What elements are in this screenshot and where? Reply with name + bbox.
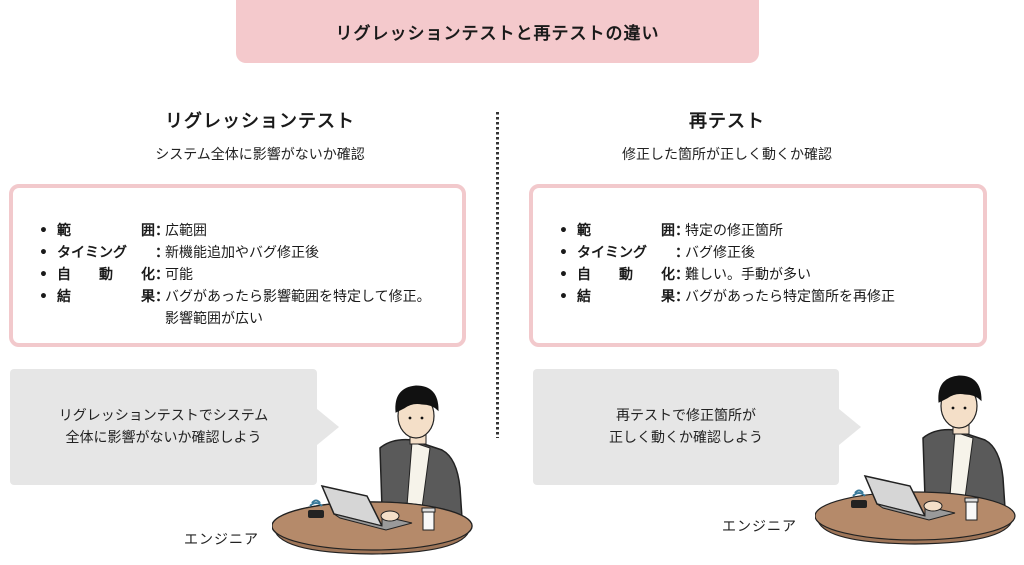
info-row-automation: • 自 動 化 ： 難しい。手動が多い xyxy=(559,264,983,286)
label-colon: ： xyxy=(675,245,689,261)
speech-bubble-text: リグレッションテストでシステム 全体に影響がないか確認しよう xyxy=(58,408,269,446)
info-label: 自 動 化 xyxy=(57,267,155,283)
info-value: バグがあったら特定箇所を再修正 xyxy=(685,289,895,305)
info-row-result: • 結 果 ： バグがあったら影響範囲を特定して修正。 影響範囲が広い xyxy=(39,286,462,330)
info-value: 難しい。手動が多い xyxy=(685,267,811,283)
info-row-result: • 結 果 ： バグがあったら特定箇所を再修正 xyxy=(559,286,983,308)
info-row-timing: • タイミング ： バグ修正後 xyxy=(559,242,983,264)
label-colon: ： xyxy=(675,289,689,305)
bullet-icon: • xyxy=(559,267,568,283)
engineer-label: エンジニア xyxy=(722,519,797,535)
title-banner: リグレッションテストと再テストの違い xyxy=(236,0,759,63)
speech-bubble-text: 再テストで修正箇所が 正しく動くか確認しよう xyxy=(609,408,763,446)
info-label: 範 囲 xyxy=(577,223,675,239)
info-value: 新機能追加やバグ修正後 xyxy=(165,245,319,261)
regression-test-heading: リグレッションテスト xyxy=(165,111,355,132)
engineer-at-laptop-illustration xyxy=(272,385,473,555)
info-row-automation: • 自 動 化 ： 可能 xyxy=(39,264,462,286)
bullet-icon: • xyxy=(39,245,48,261)
label-colon: ： xyxy=(675,223,689,239)
engineer-label: エンジニア xyxy=(184,532,259,548)
label-colon: ： xyxy=(155,267,169,283)
retest-speech-bubble: 再テストで修正箇所が 正しく動くか確認しよう xyxy=(533,369,839,485)
bullet-icon: • xyxy=(39,289,48,305)
label-colon: ： xyxy=(155,289,169,305)
regression-speech-bubble: リグレッションテストでシステム 全体に影響がないか確認しよう xyxy=(10,369,317,485)
info-value: 可能 xyxy=(165,267,193,283)
label-colon: ： xyxy=(675,267,689,283)
bullet-icon: • xyxy=(559,223,568,239)
info-label: タイミング xyxy=(577,245,647,261)
dotted-divider xyxy=(496,112,499,438)
info-value: 広範囲 xyxy=(165,223,207,239)
engineer-at-laptop-illustration xyxy=(815,375,1016,545)
retest-heading: 再テスト xyxy=(689,111,765,132)
info-row-scope: • 範 囲 ： 広範囲 xyxy=(39,220,462,242)
page-title: リグレッションテストと再テストの違い xyxy=(335,24,660,44)
info-label: タイミング xyxy=(57,245,127,261)
info-value: バグ修正後 xyxy=(685,245,755,261)
info-row-scope: • 範 囲 ： 特定の修正箇所 xyxy=(559,220,983,242)
info-label: 結 果 xyxy=(577,289,675,305)
retest-info-list: • 範 囲 ： 特定の修正箇所 • タイミング ： バグ修正後 • 自 動 化 … xyxy=(559,220,983,308)
info-label: 自 動 化 xyxy=(577,267,675,283)
info-label: 範 囲 xyxy=(57,223,155,239)
regression-test-subheading: システム全体に影響がないか確認 xyxy=(155,147,365,163)
label-colon: ： xyxy=(155,223,169,239)
retest-info-box: • 範 囲 ： 特定の修正箇所 • タイミング ： バグ修正後 • 自 動 化 … xyxy=(529,184,987,347)
info-row-timing: • タイミング ： 新機能追加やバグ修正後 xyxy=(39,242,462,264)
info-value: 特定の修正箇所 xyxy=(685,223,783,239)
label-colon: ： xyxy=(155,245,169,261)
info-value: バグがあったら影響範囲を特定して修正。 影響範囲が広い xyxy=(165,289,431,327)
bullet-icon: • xyxy=(39,267,48,283)
speech-bubble-tail xyxy=(317,409,339,445)
retest-subheading: 修正した箇所が正しく動くか確認 xyxy=(622,147,832,163)
speech-bubble-tail xyxy=(839,409,861,445)
info-label: 結 果 xyxy=(57,289,155,305)
bullet-icon: • xyxy=(559,245,568,261)
regression-test-info-box: • 範 囲 ： 広範囲 • タイミング ： 新機能追加やバグ修正後 • 自 動 … xyxy=(9,184,466,347)
bullet-icon: • xyxy=(39,223,48,239)
bullet-icon: • xyxy=(559,289,568,305)
regression-test-info-list: • 範 囲 ： 広範囲 • タイミング ： 新機能追加やバグ修正後 • 自 動 … xyxy=(39,220,462,330)
